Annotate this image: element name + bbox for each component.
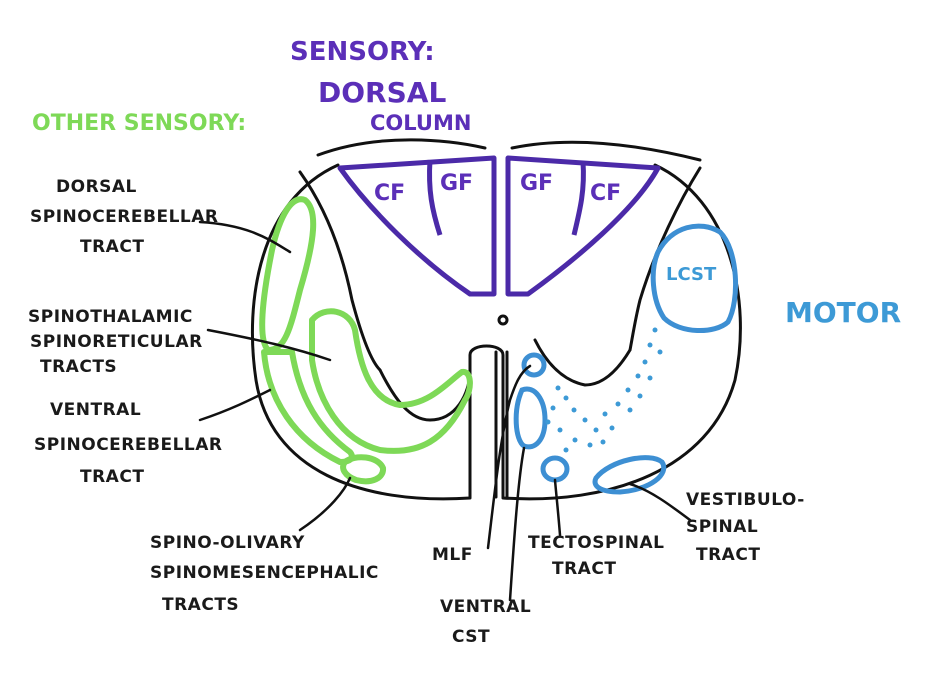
- other-sensory-tracts: [259, 196, 473, 485]
- gf-left-label: GF: [440, 171, 473, 196]
- heading-dorsal-column-line1: DORSAL: [318, 76, 446, 109]
- lcst-label: LCST: [666, 264, 717, 285]
- spino-olivary-label: SPINO-OLIVARY SPINOMESENCEPHALIC TRACTS: [150, 533, 379, 615]
- svg-text:TECTOSPINAL: TECTOSPINAL: [528, 533, 664, 553]
- leader-lines: [198, 220, 692, 602]
- vestibulospinal-label: VESTIBULO- SPINAL TRACT: [686, 490, 805, 565]
- gf-right-label: GF: [520, 171, 553, 196]
- tectospinal-shape: [540, 455, 570, 483]
- svg-text:TRACTS: TRACTS: [40, 357, 117, 377]
- svg-text:TRACT: TRACT: [80, 467, 144, 487]
- svg-text:VESTIBULO-: VESTIBULO-: [686, 490, 805, 510]
- spino-olivary-tract-shape: [340, 454, 386, 485]
- svg-text:TRACT: TRACT: [552, 559, 616, 579]
- spinothalamic-label: SPINOTHALAMIC SPINORETICULAR TRACTS: [28, 307, 203, 377]
- mlf-label: MLF: [432, 545, 473, 565]
- mlf-shape: [521, 352, 547, 378]
- spinothalamic-tract-shape: [309, 308, 473, 454]
- svg-text:DORSAL: DORSAL: [56, 177, 137, 197]
- tectospinal-label: TECTOSPINAL TRACT: [528, 533, 664, 579]
- cord-outline: [250, 138, 742, 501]
- svg-text:SPINOCEREBELLAR: SPINOCEREBELLAR: [34, 435, 222, 455]
- cf-right-label: CF: [590, 181, 621, 206]
- heading-other-sensory: OTHER SENSORY:: [32, 111, 246, 136]
- svg-text:TRACT: TRACT: [80, 237, 144, 257]
- svg-text:SPINAL: SPINAL: [686, 517, 758, 537]
- dorsal-spinocerebellar-tract-shape: [259, 196, 317, 353]
- ventral-cst-shape: [513, 386, 548, 450]
- svg-text:SPINOCEREBELLAR: SPINOCEREBELLAR: [30, 207, 218, 227]
- svg-text:SPINOMESENCEPHALIC: SPINOMESENCEPHALIC: [150, 563, 379, 583]
- svg-text:SPINOTHALAMIC: SPINOTHALAMIC: [28, 307, 193, 327]
- ventral-spinocerebellar-tract-shape: [261, 349, 355, 465]
- heading-motor: MOTOR: [785, 296, 901, 329]
- svg-text:CST: CST: [452, 627, 490, 647]
- dorsal-column-tracts: CF GF GF CF: [337, 155, 661, 297]
- ventral-spinocerebellar-label: VENTRAL SPINOCEREBELLAR TRACT: [34, 400, 222, 487]
- cf-left-label: CF: [374, 181, 405, 206]
- svg-text:VENTRAL: VENTRAL: [440, 597, 531, 617]
- heading-dorsal-column-line2: COLUMN: [370, 111, 471, 135]
- lcst-shape: [650, 223, 738, 334]
- reticulospinal-dots: [545, 327, 663, 453]
- ventral-cst-label: VENTRAL CST: [440, 597, 531, 647]
- svg-text:TRACTS: TRACTS: [162, 595, 239, 615]
- heading-sensory: SENSORY:: [290, 37, 435, 67]
- svg-text:SPINO-OLIVARY: SPINO-OLIVARY: [150, 533, 305, 553]
- svg-text:TRACT: TRACT: [696, 545, 760, 565]
- svg-text:SPINORETICULAR: SPINORETICULAR: [30, 332, 203, 352]
- svg-text:VENTRAL: VENTRAL: [50, 400, 141, 420]
- dorsal-spinocerebellar-label: DORSAL SPINOCEREBELLAR TRACT: [30, 177, 218, 257]
- vestibulospinal-shape: [592, 455, 667, 495]
